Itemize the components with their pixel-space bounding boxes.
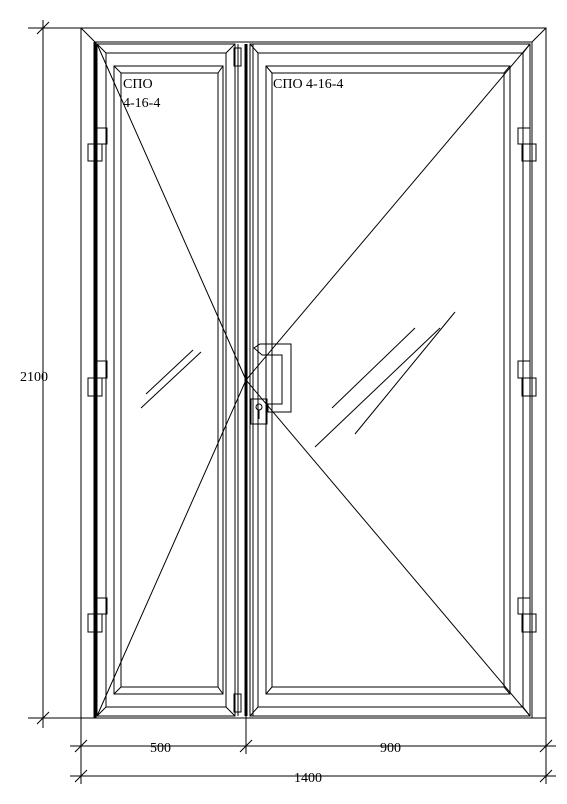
door-handle (250, 343, 292, 425)
height-dimension-label: 2100 (20, 370, 48, 385)
total-width-dimension-line (70, 754, 556, 784)
left-sash-width-label: 500 (150, 741, 171, 756)
glass-label-left-line1: СПО (123, 77, 153, 92)
height-dimension-line (28, 20, 81, 728)
hinge-right-bottom (517, 597, 537, 633)
total-width-label: 1400 (294, 771, 322, 786)
glass-label-right: СПО 4-16-4 (273, 77, 343, 92)
hinge-left-bottom (87, 597, 108, 633)
glass-reflection-left (140, 349, 202, 409)
right-sash (249, 43, 531, 717)
hinge-left-top (87, 127, 108, 162)
hinge-left-middle (87, 360, 108, 397)
right-sash-width-label: 900 (380, 741, 401, 756)
opening-direction-lines (96, 43, 531, 717)
sash-width-dimension-line (70, 716, 556, 754)
hinge-right-top (517, 127, 537, 162)
glass-label-left-line2: 4-16-4 (123, 96, 160, 111)
outer-frame (80, 27, 547, 719)
left-sash (96, 43, 236, 717)
glass-reflection-right (314, 311, 456, 448)
hinge-right-middle (517, 360, 537, 397)
